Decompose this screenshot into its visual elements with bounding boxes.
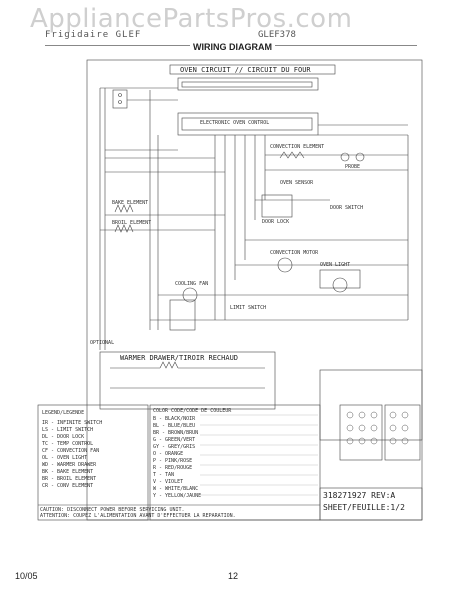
part-number-box: [319, 487, 423, 521]
warmer-drawer-title: WARMER DRAWER/TIROIR RECHAUD: [120, 354, 239, 362]
legend-item: DL - DOOR LOCK: [42, 434, 85, 440]
conv-element-label: CONVECTION ELEMENT: [270, 144, 325, 150]
color-item: R - RED/ROUGE: [153, 465, 193, 471]
oven-light: [332, 277, 348, 293]
color-item: Y - YELLOW/JAUNE: [153, 493, 202, 499]
sensor-label: OVEN SENSOR: [280, 180, 314, 186]
broil-label: BROIL ELEMENT: [112, 220, 152, 226]
bake-element: [114, 204, 134, 213]
limit-switch-label: LIMIT SWITCH: [230, 305, 267, 311]
legend-item: CF - CONVECTION FAN: [42, 448, 100, 454]
page-number: 12: [228, 571, 239, 581]
color-item: V - VIOLET: [153, 479, 184, 485]
color-item: P - PINK/ROSE: [153, 458, 193, 464]
oven-circuit-box: [169, 64, 336, 75]
legend-item: TC - TEMP CONTROL: [42, 441, 94, 447]
color-code-title: COLOR CODE/CODE DE COULEUR: [153, 408, 232, 414]
electronic-control: [177, 112, 319, 136]
conv-motor-label: CONVECTION MOTOR: [270, 250, 319, 256]
warmer-drawer-box: [99, 351, 276, 410]
legend-item: BK - BAKE ELEMENT: [42, 469, 94, 475]
color-item: T - TAN: [153, 472, 175, 478]
diagram-frame: [86, 59, 423, 521]
color-item: BL - BLUE/BLEU: [153, 423, 196, 429]
cooling-fan-label: COOLING FAN: [175, 281, 209, 287]
terminal-block: [112, 89, 128, 109]
watermark: AppliancePartsPros.com: [30, 4, 353, 34]
color-item: B - BLACK/NOIR: [153, 416, 196, 422]
control-connector: [177, 77, 319, 91]
legend-item: CR - CONV ELEMENT: [42, 483, 94, 489]
legend-title: LEGEND/LEGENDE: [42, 410, 85, 416]
connector-a: [339, 404, 383, 461]
caution-fr: ATTENTION: COUPEZ L'ALIMENTATION AVANT D…: [40, 513, 236, 519]
bake-label: BAKE ELEMENT: [112, 200, 149, 206]
color-item: O - ORANGE: [153, 451, 184, 457]
color-item: BR - BROWN/BRUN: [153, 430, 199, 436]
door-lock: [261, 194, 293, 218]
color-code-box: [149, 404, 321, 521]
sheet-number: SHEET/FEUILLE:1/2: [323, 503, 405, 512]
oven-light-label: OVEN LIGHT: [320, 262, 351, 268]
color-item: W - WHITE/BLANC: [153, 486, 199, 492]
part-number: 318271927 REV:A: [323, 491, 396, 500]
caution-en: CAUTION: DISCONNECT POWER BEFORE SERVICI…: [40, 507, 185, 513]
convection-motor: [277, 257, 293, 273]
legend-item: BR - BROIL ELEMENT: [42, 476, 97, 482]
model-label: Frigidaire GLEF: [45, 30, 142, 40]
door-switch-label: DOOR SWITCH: [330, 205, 364, 211]
cooling-fan: [182, 287, 198, 303]
legend-item: LS - LIMIT SWITCH: [42, 427, 94, 433]
control-label: ELECTRONIC OVEN CONTROL: [200, 120, 270, 126]
conv-element: [279, 151, 305, 159]
legend-box: [37, 404, 149, 521]
warmer-element: [159, 361, 179, 369]
connector-b: [384, 404, 421, 461]
legend-item: IR - INFINITE SWITCH: [42, 420, 103, 426]
page-title: WIRING DIAGRAM: [190, 42, 275, 52]
legend-item: OL - OVEN LIGHT: [42, 455, 88, 461]
model-number: GLEF378: [258, 30, 296, 40]
oven-circuit-title: OVEN CIRCUIT // CIRCUIT DU FOUR: [180, 66, 311, 74]
color-item: GY - GREY/GRIS: [153, 444, 196, 450]
footer-date: 10/05: [15, 571, 38, 581]
broil-element: [114, 224, 134, 233]
probe-label: PROBE: [345, 164, 361, 170]
optional-label: OPTIONAL: [90, 340, 115, 346]
legend-item: WD - WARMER DRAWER: [42, 462, 97, 468]
probe-icon: [340, 152, 350, 162]
color-item: G - GREEN/VERT: [153, 437, 196, 443]
door-lock-label: DOOR LOCK: [262, 219, 290, 225]
